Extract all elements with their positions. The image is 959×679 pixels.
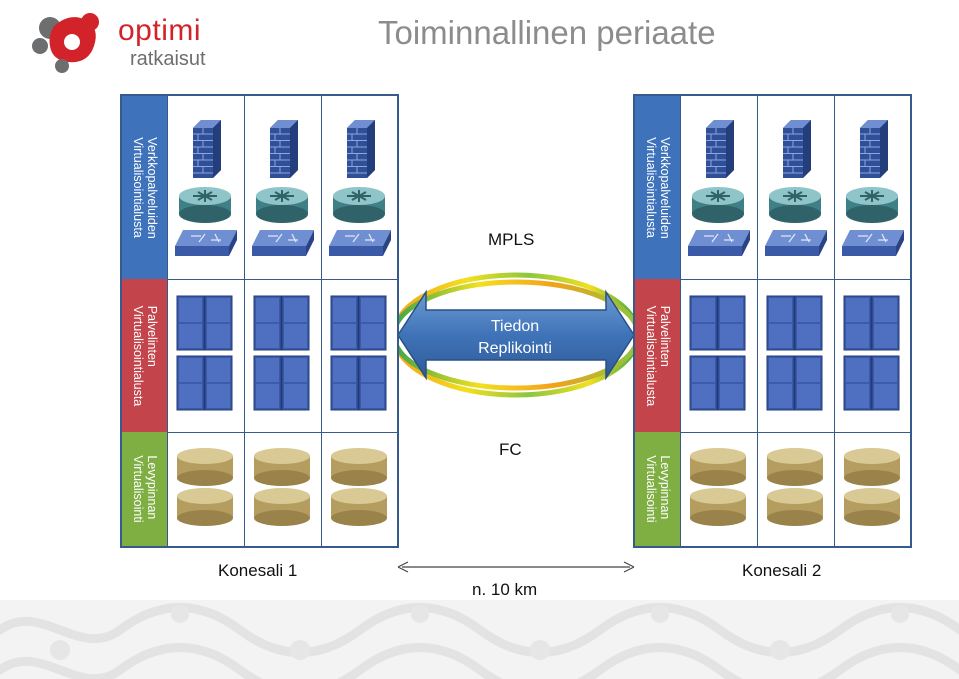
server-blade-icon [330,295,387,411]
firewall-icon [347,120,375,178]
switch-icon [252,230,314,256]
column-divider [167,96,168,546]
background-pattern [0,600,959,679]
server-layer-label: Palvelinten Virtualisointialusta [635,279,680,432]
router-icon [692,187,744,223]
disk-cylinder-icon [767,448,823,526]
column-divider [757,96,758,546]
disk-cylinder-icon [331,448,387,526]
page-title: Toiminnallinen periaate [378,14,716,51]
datacenter-1-name: Konesali 1 [218,561,298,580]
router-icon [333,187,385,223]
column-divider [244,96,245,546]
disk-cylinder-icon [844,448,900,526]
disk-cylinder-icon [254,448,310,526]
network-layer-label: Verkkopalveluiden Virtualisointialusta [122,96,167,279]
replication-label-line1: Tiedon [490,318,540,335]
distance-label: n. 10 km [472,580,538,599]
firewall-icon [193,120,221,178]
device-icons [175,120,391,526]
layer-divider [680,279,910,280]
router-icon [769,187,821,223]
router-icon [179,187,231,223]
column-divider [321,96,322,546]
optimi-logo: optimi ratkaisut [30,6,230,76]
storage-layer-label: Levypinnan Virtualisointi [635,432,680,546]
server-blade-icon [766,295,823,411]
logo-subtitle: ratkaisut [130,48,206,70]
firewall-icon [706,120,734,178]
device-icons [688,120,904,526]
switch-icon [175,230,237,256]
fc-label: FC [499,440,522,459]
layer-divider [680,432,910,433]
switch-icon [329,230,391,256]
firewall-icon [783,120,811,178]
router-icon [256,187,308,223]
server-blade-icon [176,295,233,411]
storage-layer-label: Levypinnan Virtualisointi [122,432,167,546]
layer-divider [167,432,397,433]
firewall-icon [270,120,298,178]
server-blade-icon [689,295,746,411]
firewall-icon [860,120,888,178]
layer-divider [167,279,397,280]
distance-arrow [397,561,635,573]
logo-mark-icon [32,13,99,73]
server-blade-icon [253,295,310,411]
network-layer-label: Verkkopalveluiden Virtualisointialusta [635,96,680,279]
server-layer-label: Palvelinten Virtualisointialusta [122,279,167,432]
column-divider [680,96,681,546]
replication-label: Tiedon Replikointi [430,316,600,360]
disk-cylinder-icon [690,448,746,526]
server-blade-icon [843,295,900,411]
datacenter-1: Verkkopalveluiden Virtualisointialusta P… [120,94,399,548]
router-icon [846,187,898,223]
column-divider [834,96,835,546]
disk-cylinder-icon [177,448,233,526]
switch-icon [842,230,904,256]
logo-word: optimi [118,14,202,47]
switch-icon [688,230,750,256]
datacenter-2-name: Konesali 2 [742,561,822,580]
replication-label-line2: Replikointi [478,340,552,357]
datacenter-2: Verkkopalveluiden Virtualisointialusta P… [633,94,912,548]
mpls-label: MPLS [488,230,535,249]
switch-icon [765,230,827,256]
